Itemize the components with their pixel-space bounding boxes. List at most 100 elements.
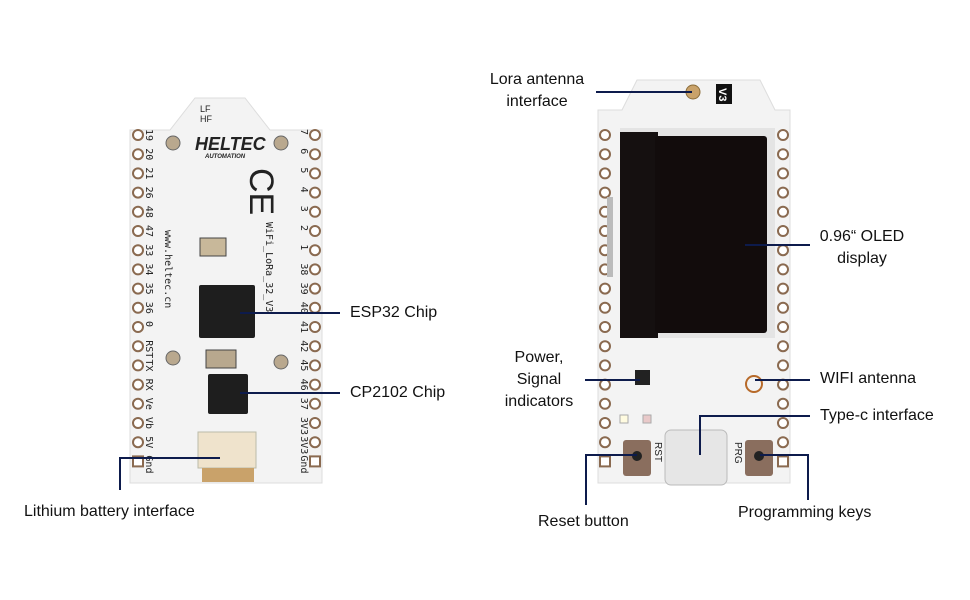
pin-label: 33 [143, 244, 154, 256]
screw [165, 135, 181, 151]
pin-hole [309, 167, 321, 180]
crystal-2 [205, 349, 237, 369]
oled-label-line2: display [837, 250, 887, 267]
pin-hole [777, 340, 789, 353]
pin-label: 35 [143, 283, 154, 295]
brand-sub: AUTOMATION [204, 154, 246, 160]
pin-hole [309, 244, 321, 257]
pin-label: 46 [298, 379, 309, 391]
pin-hole [777, 436, 789, 449]
pin-label: 19 [143, 129, 154, 141]
pin-hole [599, 129, 611, 141]
pin-hole [132, 244, 144, 257]
lora-label-line2: interface [506, 93, 568, 110]
pin-label: 34 [143, 263, 154, 275]
pin-hole [309, 186, 321, 199]
esp32-chip [199, 285, 255, 338]
pin-hole [777, 417, 789, 429]
pin-hole [132, 263, 144, 276]
pin-hole [132, 340, 144, 353]
pin-label: Gnd [143, 455, 154, 473]
pin-hole [599, 397, 611, 410]
pin-hole [309, 397, 321, 410]
screw [273, 354, 289, 370]
pin-hole [777, 244, 789, 257]
pin-hole [777, 205, 789, 218]
pin-hole [132, 129, 144, 141]
pin-hole [599, 417, 611, 429]
typec-leader [699, 415, 810, 455]
pin-hole [309, 417, 321, 429]
pin-label: 20 [143, 148, 154, 160]
oled-flex [620, 132, 658, 338]
wire [607, 197, 613, 277]
pin-hole [309, 225, 321, 237]
prg-silk: PRG [732, 442, 743, 464]
pin-hole [309, 301, 321, 314]
pin-label: 21 [143, 167, 154, 179]
pin-hole [777, 455, 789, 468]
pin-label: 3 [298, 206, 309, 212]
usb-shell [202, 468, 254, 482]
pin-hole [132, 225, 144, 237]
power-label: Power, Signal indicators [496, 347, 582, 413]
pin-hole [132, 359, 144, 372]
lf-label: LF [200, 104, 211, 114]
pin-hole [132, 282, 144, 295]
crystal [199, 237, 227, 257]
pin-hole [132, 417, 144, 429]
back-board: V3 RST PRG [597, 79, 791, 486]
pin-hole [309, 263, 321, 276]
pin-hole [132, 455, 144, 468]
pin-hole [599, 148, 611, 161]
model-text: WiFi_LoRa_32_V3 [263, 222, 274, 312]
brand-logo: HELTEC [195, 134, 267, 154]
pin-label: 7 [298, 129, 309, 135]
led-power [619, 414, 629, 424]
power-label-line2: Signal [516, 371, 562, 388]
pin-hole [132, 436, 144, 449]
pin-hole [599, 359, 611, 372]
pin-label: 6 [298, 148, 309, 154]
pin-label: RX [143, 379, 154, 391]
version-label: V3 [716, 88, 728, 101]
pin-hole [777, 225, 789, 237]
pin-hole [777, 301, 789, 314]
wifi-label: WIFI antenna [820, 370, 917, 387]
prog-leader [760, 454, 809, 500]
pin-hole [132, 301, 144, 314]
rst-silk: RST [652, 442, 663, 462]
led-signal [642, 414, 652, 424]
pin-hole [599, 340, 611, 353]
pin-label: RST [143, 340, 154, 358]
prog-label: Programming keys [738, 504, 872, 521]
pin-label: Vb [143, 417, 154, 429]
oled-label-line1: 0.96“ OLED [819, 228, 905, 245]
pin-hole [309, 340, 321, 353]
pin-label: 40 [298, 302, 309, 314]
pin-hole [599, 301, 611, 314]
wifi-antenna [745, 375, 763, 393]
oled-display [655, 136, 767, 333]
pin-hole [777, 321, 789, 333]
pin-label: 3V3 [298, 417, 309, 435]
pin-hole [309, 321, 321, 333]
pin-label: 0 [143, 321, 154, 327]
battery-leader [119, 457, 220, 490]
hf-label: HF [200, 114, 212, 124]
pin-label: 1 [298, 244, 309, 250]
pin-hole [132, 378, 144, 391]
pin-hole [309, 455, 321, 468]
pin-label: 4 [298, 187, 309, 193]
screw [273, 135, 289, 151]
leader-lines [119, 91, 810, 505]
lora-label: Lora antenna interface [478, 69, 596, 113]
typec-label: Type-c interface [820, 407, 934, 424]
pin-hole [599, 378, 611, 391]
pin-label: 38 [298, 263, 309, 275]
pin-hole [777, 378, 789, 391]
power-label-line1: Power, [514, 349, 564, 366]
pin-hole [309, 378, 321, 391]
